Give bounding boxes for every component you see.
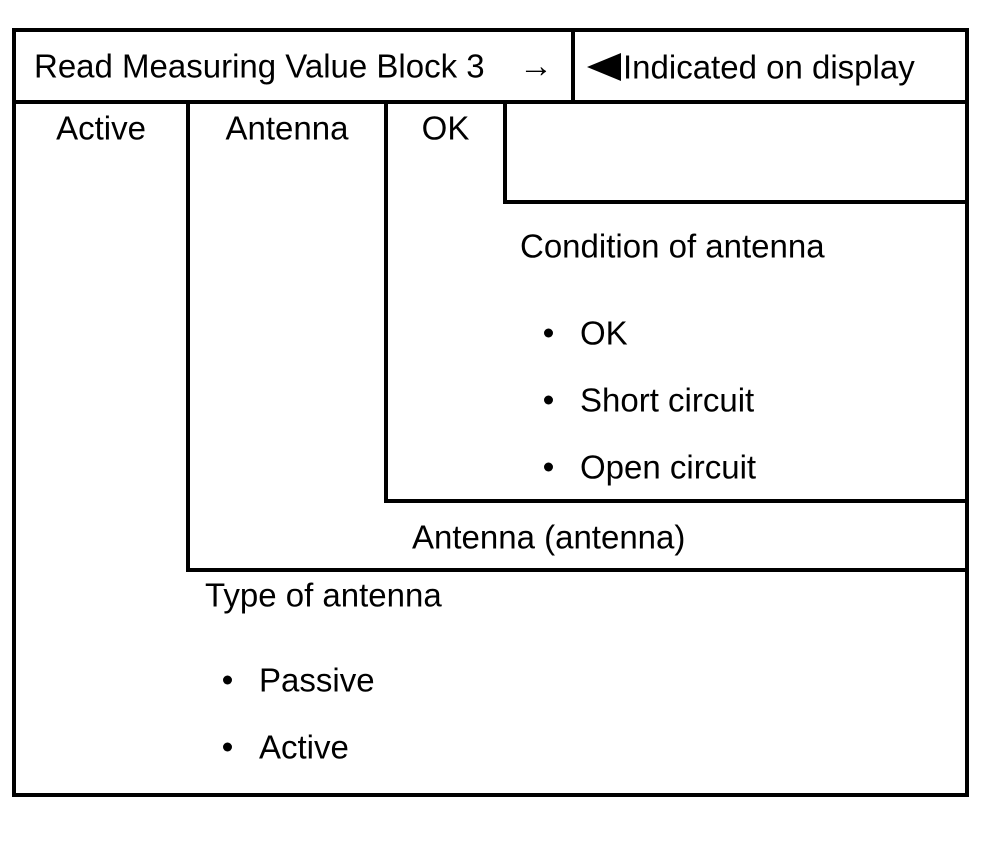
indicator-note: Indicated on display [623, 48, 915, 86]
type-item-active: Active [223, 731, 349, 764]
bullet-icon [223, 675, 232, 685]
antenna-callout-bottom-line [186, 568, 969, 572]
condition-item-short-circuit: Short circuit [544, 384, 754, 417]
condition-item-label: Short circuit [580, 381, 755, 419]
bullet-icon [544, 462, 553, 472]
condition-item-ok: OK [544, 317, 628, 350]
condition-item-open-circuit: Open circuit [544, 451, 756, 484]
header-bottom-line [12, 100, 969, 104]
condition-callout-title: Condition of antenna [520, 227, 825, 265]
condition-callout-bottom-line [384, 499, 969, 503]
header-divider-line [571, 28, 575, 104]
field2-field3-divider-line [384, 100, 388, 503]
type-item-passive: Passive [223, 664, 375, 697]
display-field-3: OK [421, 109, 470, 147]
field3-right-line [503, 100, 507, 204]
bullet-icon [544, 395, 553, 405]
condition-item-label: OK [580, 314, 628, 352]
field4-bottom-line [503, 200, 969, 204]
outer-border [12, 28, 969, 797]
header-title: Read Measuring Value Block 3 [34, 47, 485, 85]
type-item-label: Active [259, 728, 349, 766]
field1-field2-divider-line [186, 100, 190, 572]
type-item-label: Passive [259, 661, 375, 699]
display-field-2: Antenna [225, 109, 349, 147]
antenna-callout-title: Antenna (antenna) [412, 518, 686, 556]
right-arrow-icon: → [519, 47, 553, 85]
bullet-icon [223, 742, 232, 752]
bullet-icon [544, 328, 553, 338]
type-callout-title: Type of antenna [205, 576, 442, 614]
left-triangle-icon [587, 53, 621, 81]
display-field-1: Active [56, 109, 146, 147]
condition-item-label: Open circuit [580, 448, 757, 486]
